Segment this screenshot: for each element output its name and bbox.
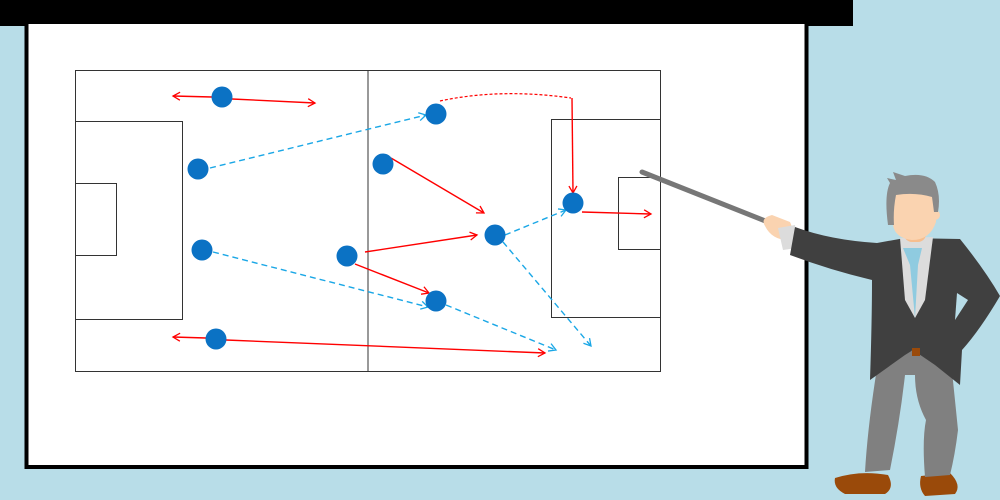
pass-arrow [209,112,428,169]
players [187,86,584,350]
player-marker [191,239,213,261]
belt-buckle [912,348,920,356]
player-marker [562,192,584,214]
player-marker [425,290,447,312]
player-marker [187,158,209,180]
arm-gap [955,293,968,320]
pass-arrow [502,241,592,348]
run-arrow [354,263,431,295]
tie [903,248,922,318]
ear [930,210,940,220]
trousers [865,350,958,477]
hair [886,172,939,225]
player-marker [484,224,506,246]
run-arrow [171,332,207,342]
movement-arrows [171,91,653,358]
run-arrow [390,157,486,214]
left-shoe [834,473,891,494]
run-arrow [568,97,578,195]
run-arrow [581,209,653,219]
run-arrow [171,91,213,101]
player-marker [372,153,394,175]
player-marker [205,328,227,350]
player-marker [211,86,233,108]
run-arrow [231,98,317,108]
pass-arrow [212,251,430,310]
player-marker [336,245,358,267]
pass-arrow [504,208,568,236]
curved-run-dashed [439,93,572,102]
left-goal-box [75,183,117,256]
run-arrow [225,339,547,358]
right-shoe [920,473,958,496]
coach-figure [639,169,1000,496]
player-marker [425,103,447,125]
jacket [790,227,1000,385]
run-arrow [364,231,479,253]
pointer-stick [639,169,776,227]
